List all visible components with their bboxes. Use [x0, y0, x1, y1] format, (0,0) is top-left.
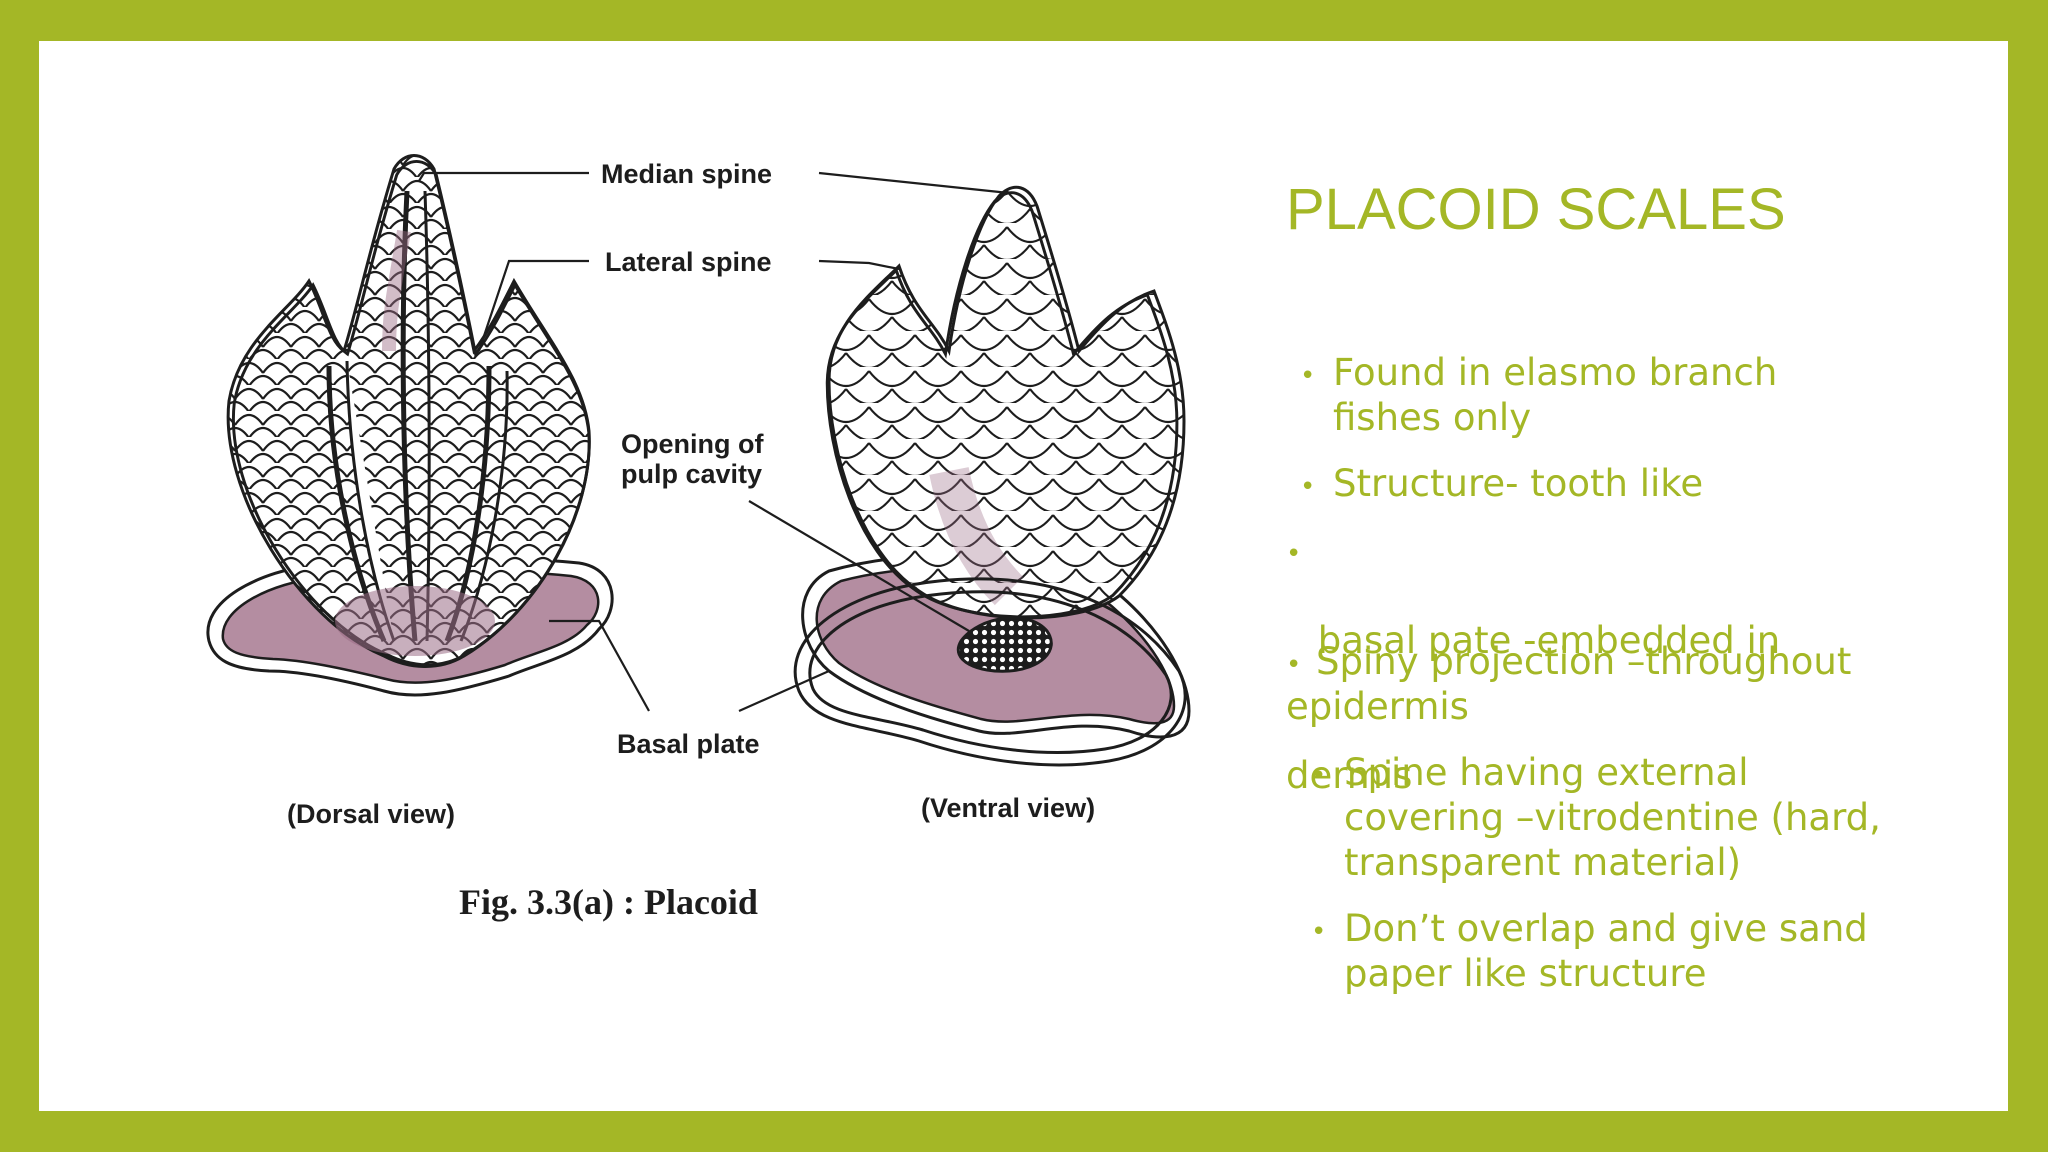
- label-lateral-spine: Lateral spine: [605, 247, 772, 277]
- bullet-dot: •: [1311, 761, 1327, 791]
- bullet-line: fishes only: [1333, 396, 1532, 439]
- bullet-line: covering –vitrodentine (hard,: [1344, 796, 1881, 839]
- label-pulp-opening-line2: pulp cavity: [621, 459, 762, 489]
- bullet-line: dermis: [1286, 754, 1413, 797]
- label-ventral-view: (Ventral view): [921, 793, 1095, 823]
- label-dorsal-view: (Dorsal view): [287, 799, 455, 829]
- bullet-item: • Structure- tooth like: [1300, 461, 1703, 506]
- dorsal-view-drawing: [206, 154, 614, 697]
- bullet-line: Spine having external: [1344, 751, 1749, 794]
- bullet-line: Don’t overlap and give sand: [1344, 907, 1868, 950]
- pulp-cavity-opening: [957, 616, 1053, 673]
- bullet-dot: •: [1286, 539, 1302, 569]
- bullet-line: Spiny projection –throughout: [1316, 640, 1852, 683]
- bullet-line: epidermis: [1286, 685, 1469, 728]
- bullet-item: • Don’t overlap and give sand paper like…: [1311, 906, 1868, 996]
- bullet-item: • Spiny projection –throughout epidermis: [1286, 639, 1851, 729]
- bullet-dot: •: [1300, 472, 1316, 502]
- leader-lines: [418, 171, 1010, 713]
- ventral-view-drawing: [793, 185, 1191, 767]
- bullet-dot: •: [1300, 361, 1316, 391]
- slide-title: PLACOID SCALES: [1286, 177, 1786, 242]
- content-panel: Median spine Lateral spine Opening of pu…: [39, 41, 2008, 1111]
- label-median-spine: Median spine: [601, 159, 772, 189]
- placoid-scale-figure: Median spine Lateral spine Opening of pu…: [179, 151, 1219, 961]
- bullet-dot: •: [1311, 917, 1327, 947]
- bullet-item: • Found in elasmo branch fishes only: [1300, 350, 1777, 440]
- bullet-item: • basal pate -embedded in dermis: [1286, 528, 1780, 798]
- bullet-dot: •: [1286, 650, 1302, 680]
- ventral-scale-body: [827, 185, 1186, 620]
- bullet-line: transparent material): [1344, 841, 1742, 884]
- bullet-line: Structure- tooth like: [1333, 462, 1704, 505]
- label-pulp-opening-line1: Opening of: [621, 429, 764, 459]
- figure-caption: Fig. 3.3(a) : Placoid: [459, 882, 758, 922]
- bullet-line: paper like structure: [1344, 952, 1707, 995]
- bullet-line: Found in elasmo branch: [1333, 351, 1778, 394]
- bullet-line: basal pate -embedded in: [1306, 619, 1781, 662]
- label-basal-plate: Basal plate: [617, 729, 760, 759]
- bullet-item: • Spine having external covering –vitrod…: [1311, 750, 1881, 885]
